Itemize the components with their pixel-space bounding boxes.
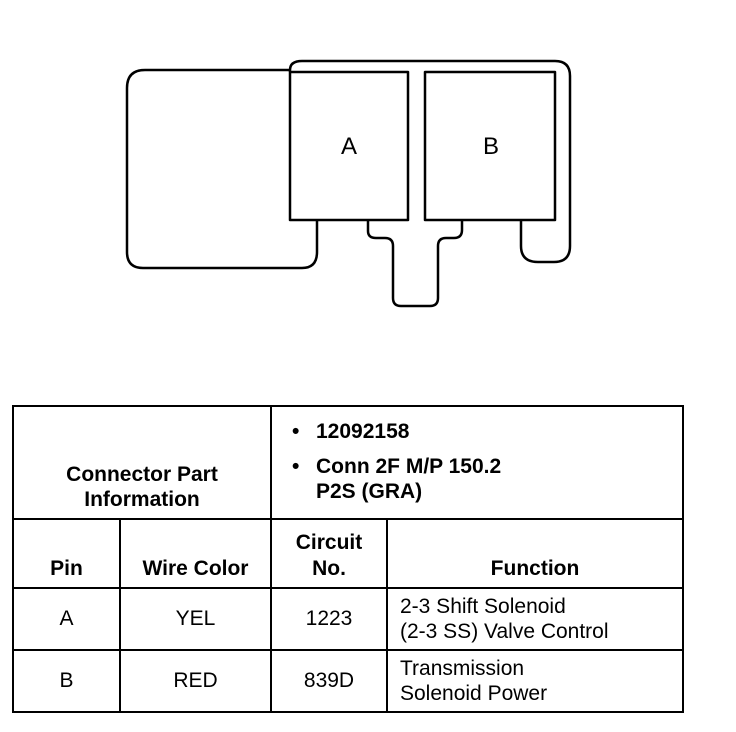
row-b-wire-color: RED [119,649,272,713]
cavity-b-label: B [483,133,499,160]
table-row: B RED 839D Transmission Solenoid Power [12,649,685,713]
cavity-a [288,70,410,222]
row-a-function: 2-3 Shift Solenoid (2-3 SS) Valve Contro… [385,587,685,651]
connector-pinout-table: Connector Part Information 12092158 Conn… [12,405,685,713]
row-a-wire-color: YEL [119,587,272,651]
table-row: A YEL 1223 2-3 Shift Solenoid (2-3 SS) V… [12,587,685,651]
part-number: 12092158 [292,419,682,444]
header-circuit-no: Circuit No. [270,518,388,589]
header-function: Function [385,518,685,589]
connector-info-row: Connector Part Information 12092158 Conn… [12,405,685,520]
cavity-a-label: A [341,133,357,160]
row-b-function: Transmission Solenoid Power [385,649,685,713]
latch-tab [366,220,464,308]
row-a-circuit-no: 1223 [270,587,388,651]
header-pin: Pin [12,518,121,589]
row-b-pin: B [12,649,121,713]
connector-body-left [125,68,319,270]
connector-housing [288,59,572,264]
table-header-row: Pin Wire Color Circuit No. Function [12,518,685,589]
header-wire-color: Wire Color [119,518,272,589]
row-b-circuit-no: 839D [270,649,388,713]
connector-part-info-title: Connector Part Information [12,405,272,520]
row-a-pin: A [12,587,121,651]
connector-description: Conn 2F M/P 150.2 P2S (GRA) [292,454,682,504]
connector-diagram: A B [125,59,572,308]
cavity-b [423,70,557,222]
connector-part-info-list: 12092158 Conn 2F M/P 150.2 P2S (GRA) [269,405,685,520]
